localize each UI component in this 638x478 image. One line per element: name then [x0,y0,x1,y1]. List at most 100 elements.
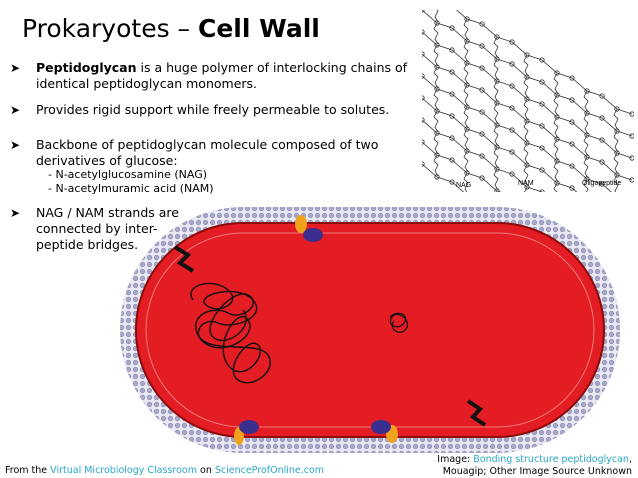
sugar-ring [554,136,560,142]
sugar-ring [614,172,620,178]
sugar-ring [464,126,470,132]
sugar-ring [449,91,455,97]
title-bold: Cell Wall [198,14,320,43]
credit-suffix: , [628,454,632,465]
sugar-ring [434,152,440,158]
sugar-ring [524,184,530,190]
bacterial-cell-diagram [120,207,620,453]
sugar-ring [569,75,575,81]
sugar-ring [494,144,500,150]
peptide-bridge [493,102,499,125]
peptide-bridge [433,132,439,155]
sugar-ring [614,106,620,112]
sugar-ring [479,65,485,71]
sugar-ring [569,141,575,147]
sugar-ring [629,155,634,161]
flagellum-left [173,245,195,273]
lattice-label-nag: NAG [456,182,472,189]
image-credit-line-1: Image: Bonding structure peptidoglycan, [437,454,632,465]
sugar-ring [509,83,515,89]
bullet-line-3: peptide bridges. [36,237,139,252]
cytoplasm [135,222,605,438]
peptide-bridge [493,80,499,103]
sugar-ring [449,113,455,119]
sugar-ring [524,162,530,168]
credit-prefix: Image: [437,454,474,465]
peptide-bridge [524,186,528,192]
subitem-nam: - N-acetylmuramic acid (NAM) [48,182,214,195]
sugar-ring [584,154,590,160]
peptide-bridge [434,10,439,23]
sugar-ring [509,39,515,45]
peptide-bridge [613,174,619,192]
bullet-line-2: derivatives of glucose: [36,153,178,168]
peptide-bridge [583,178,589,192]
peptide-bridge [493,168,499,191]
sugar-ring [524,74,530,80]
arrow-bullet-icon: ➤ [10,103,21,117]
sugar-ring [524,52,530,58]
sugar-ring [479,109,485,115]
sugar-ring [629,133,634,139]
peptide-bridge [553,72,559,95]
peptide-bridge [433,88,439,111]
sugar-ring [509,171,515,177]
sugar-ring [494,122,500,128]
sugar-ring [539,79,545,85]
peptidoglycan-lattice-illustration [422,10,634,192]
bullet-bold-term: Peptidoglycan [36,60,137,75]
bullet-line-1: Backbone of peptidoglycan molecule compo… [36,137,379,152]
sugar-ring [479,175,485,181]
nucleoid-dna [190,282,271,384]
sugar-ring [554,92,560,98]
peptide-bridge [523,142,529,165]
sugar-ring [449,69,455,75]
sugar-ring [554,114,560,120]
sugar-ring [539,123,545,129]
sugar-ring [584,176,590,182]
peptide-bridge [613,130,619,153]
sugar-ring [494,188,500,192]
sugar-ring [434,174,440,180]
sugar-ring [524,140,530,146]
peptide-bridge [553,138,559,161]
bullet-line-1: is a huge polymer of interlocking chains… [136,60,408,75]
plasmid-dna [389,312,408,333]
footer-middle: on [196,465,215,476]
sugar-ring [569,119,575,125]
sugar-ring [479,131,485,137]
sugar-ring [449,135,455,141]
peptide-bridge [463,172,469,192]
sugar-ring [599,93,605,99]
virtual-microbiology-link[interactable]: Virtual Microbiology Classroom [50,465,197,476]
sugar-ring [479,87,485,93]
peptide-bridge [583,112,589,135]
bullet-line-2: connected by inter- [36,221,158,236]
sugar-ring [422,161,425,167]
peptide-bridge [463,128,469,151]
bonding-structure-link[interactable]: Bonding structure peptidoglycan [473,454,629,465]
sugar-ring [629,177,634,183]
peptide-bridge [463,106,469,129]
scienceprofonline-link[interactable]: ScienceProfOnline.com [214,465,325,476]
title-prefix: Prokaryotes – [22,14,198,43]
peptide-bridge [553,94,559,117]
sugar-ring [464,170,470,176]
sugar-ring [494,34,500,40]
peptide-bridge [463,18,469,41]
sugar-ring [614,150,620,156]
sugar-ring [524,96,530,102]
sugar-ring [464,82,470,88]
sugar-ring [464,38,470,44]
glycan-strand [422,75,612,192]
sugar-ring [434,20,440,26]
peptide-bridge [433,66,439,89]
glycan-strand [422,163,465,192]
sugar-ring [434,108,440,114]
peptide-bridge [583,156,589,179]
membrane-protein-top [295,215,323,242]
peptide-bridge [523,76,529,99]
peptide-bridge [463,40,469,63]
sugar-ring [422,117,425,123]
sugar-ring [569,97,575,103]
